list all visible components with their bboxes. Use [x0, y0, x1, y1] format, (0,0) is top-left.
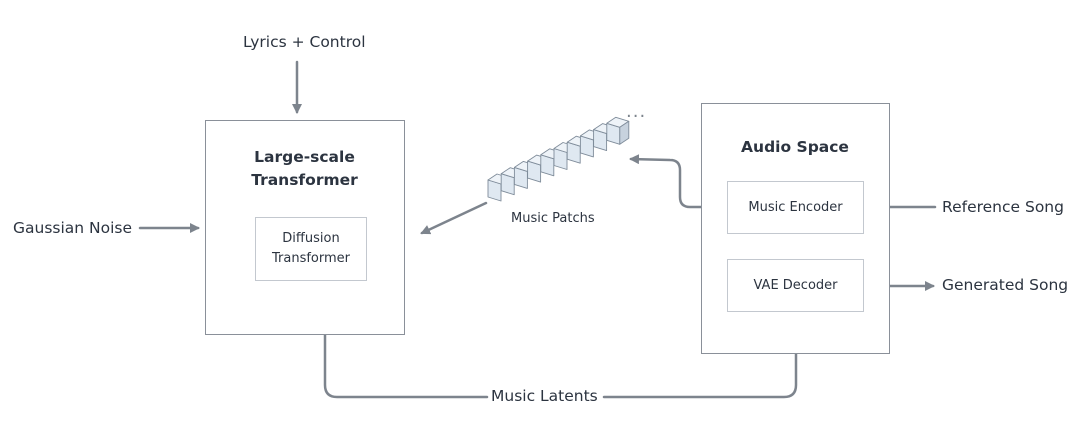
latents-path — [323, 285, 489, 399]
latents-to-decoder-arrow — [602, 320, 801, 399]
generated-song-label: Generated Song — [942, 276, 1069, 294]
audio-space-title: Audio Space — [741, 138, 849, 156]
diffusion-line2: Transformer — [271, 251, 350, 266]
music-latents-label: Music Latents — [491, 387, 598, 405]
music-encoder-label: Music Encoder — [748, 199, 843, 215]
patch-cube — [606, 116, 630, 145]
lyrics-control-label: Lyrics + Control — [243, 33, 366, 51]
transformer-title-line1: Large-scale — [254, 148, 355, 166]
gaussian-noise-label: Gaussian Noise — [13, 219, 133, 237]
transformer-title-line2: Transformer — [251, 171, 358, 189]
diffusion-line1: Diffusion — [282, 231, 340, 246]
patches-to-transformer-arrow — [420, 201, 488, 235]
patches-ellipsis: ··· — [626, 106, 647, 127]
encoder-to-patches-arrow — [629, 154, 724, 209]
music-patches-label: Music Patchs — [511, 211, 595, 226]
audio-space-box: Audio Space Music Encoder VAE Decoder — [701, 103, 890, 354]
reference-song-label: Reference Song — [942, 198, 1064, 216]
diffusion-transformer-box: Diffusion Transformer — [255, 217, 367, 281]
music-encoder-box: Music Encoder — [727, 181, 864, 234]
vae-decoder-box: VAE Decoder — [727, 259, 864, 312]
music-patch-cubes — [487, 116, 630, 202]
large-scale-transformer-box: Large-scale Transformer Diffusion Transf… — [205, 120, 405, 335]
patch-cube — [593, 123, 617, 152]
vae-decoder-label: VAE Decoder — [753, 277, 838, 293]
